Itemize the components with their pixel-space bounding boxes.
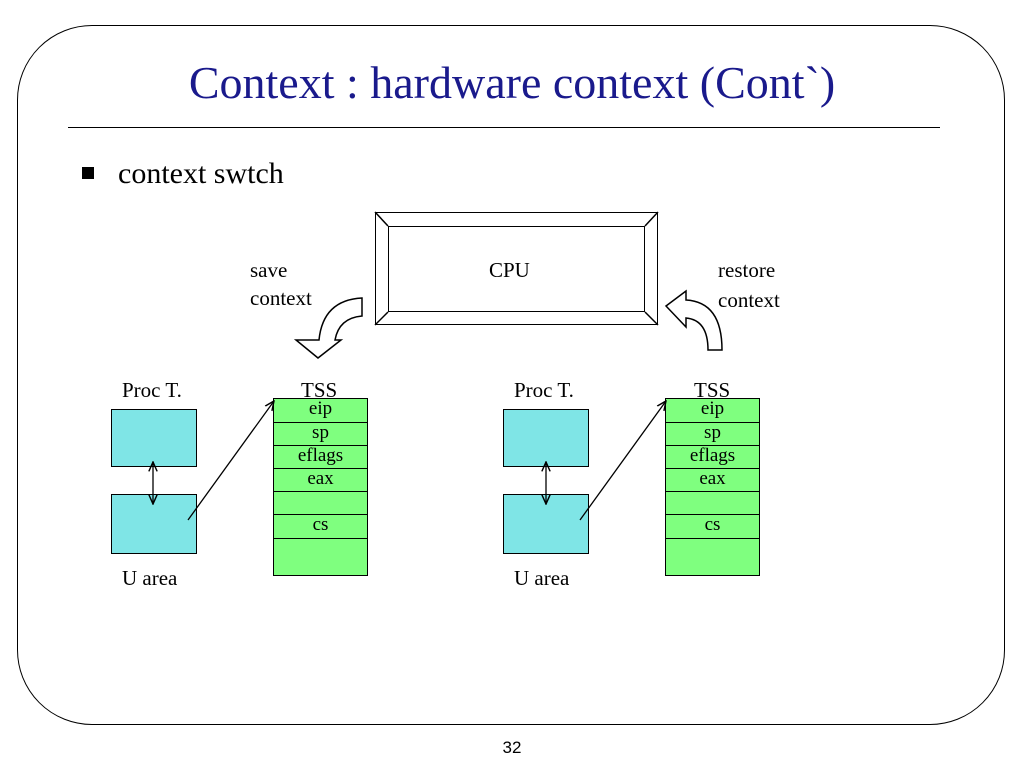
tss-row-sp: sp [274,423,367,446]
slide-frame [17,25,1005,725]
tss-row-cs: cs [274,515,367,539]
tss-row-eflags: eflags [666,446,759,469]
cpu-box [375,212,658,325]
tss-row-eflags: eflags [274,446,367,469]
restore-label-line1: restore [718,258,776,282]
left-proc-table-box [111,409,197,467]
tss-row-eax: eax [666,469,759,492]
left-tss-table: eip sp eflags eax cs [273,398,368,576]
title-divider [68,127,940,128]
left-uarea-box [111,494,197,554]
cpu-inner-panel [388,226,645,312]
left-uarea-label: U area [122,566,178,590]
tss-row-eax: eax [274,469,367,492]
bullet-square-icon [82,167,94,179]
cpu-label: CPU [489,258,530,282]
page-number: 32 [502,738,522,757]
tss-row-cs: cs [666,515,759,539]
right-proc-label: Proc T. [514,378,574,402]
bullet-text: context swtch [118,157,284,190]
slide-title: Context : hardware context (Cont`) [188,57,836,108]
right-proc-table-box [503,409,589,467]
tss-row-eip: eip [666,399,759,423]
save-label-line1: save [250,258,288,282]
left-proc-label: Proc T. [122,378,182,402]
tss-row-sp: sp [666,423,759,446]
right-uarea-label: U area [514,566,570,590]
right-tss-table: eip sp eflags eax cs [665,398,760,576]
tss-row-empty [666,492,759,515]
tss-row-eip: eip [274,399,367,423]
restore-label-line2: context [718,288,780,312]
right-uarea-box [503,494,589,554]
tss-row-empty [274,492,367,515]
save-label-line2: context [250,286,312,310]
